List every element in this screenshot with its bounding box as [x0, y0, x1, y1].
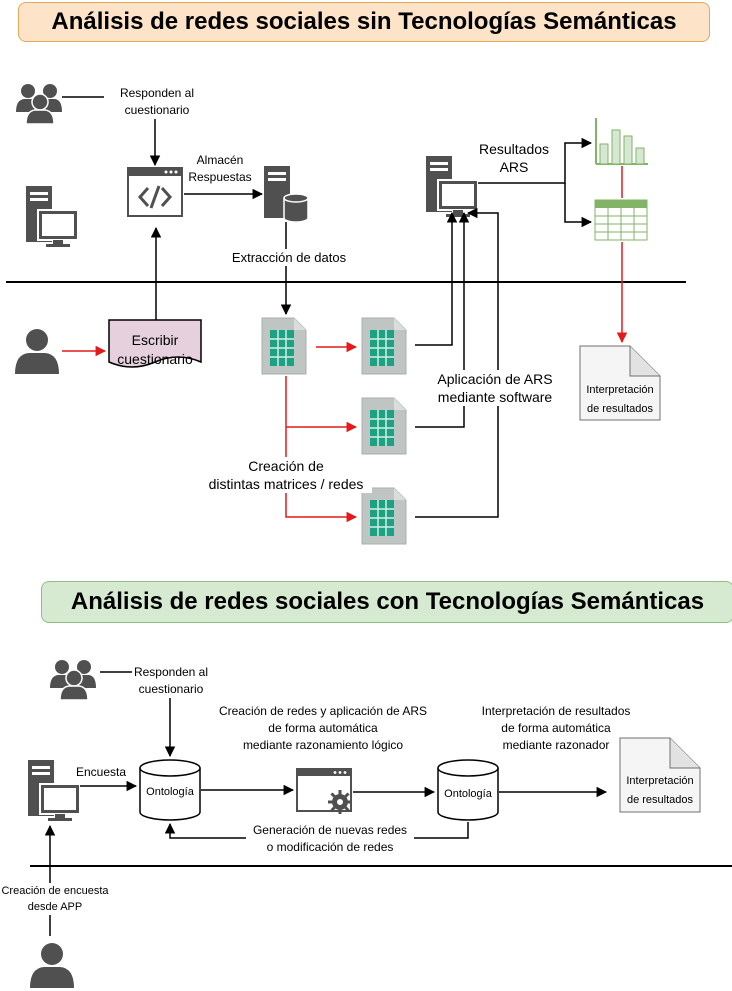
web-settings-icon [296, 768, 352, 814]
ontology-label-right: Ontología [444, 788, 493, 800]
questionnaire-shape [108, 319, 202, 368]
spreadsheet-icon [361, 487, 407, 545]
ontology-cylinder-icon [139, 759, 201, 821]
questionnaire-label-1: Escribir [132, 332, 179, 348]
users-icon [15, 83, 63, 125]
label-survey: Encuesta [75, 765, 127, 779]
database-server-icon [263, 165, 309, 223]
spreadsheet-icon [361, 397, 407, 455]
user-icon [15, 329, 59, 374]
server-computer-icon [425, 155, 479, 218]
top-interpretation-label-2: de resultados [587, 403, 654, 415]
connector-arrows-top [62, 96, 593, 518]
bottom-interpretation-label-1: Interpretación [626, 775, 693, 787]
web-code-icon [126, 166, 184, 218]
spreadsheet-icon [361, 317, 407, 375]
spreadsheet-icon [261, 317, 307, 375]
top-interpretation-label-1: Interpretación [586, 384, 653, 396]
title-without-semantic: Análisis de redes sociales sin Tecnologí… [18, 2, 710, 42]
questionnaire-label-2: cuestionario [117, 351, 193, 367]
bottom-interpretation-label-2: de resultados [627, 794, 694, 806]
label-extract: Extracción de datos [224, 249, 354, 266]
users-icon [49, 659, 97, 701]
red-arrows-top [62, 166, 628, 523]
ontology-cylinder-icon [437, 759, 499, 821]
server-computer-icon [25, 185, 79, 248]
user-icon [30, 943, 74, 988]
title-with-semantic: Análisis de redes sociales con Tecnologí… [41, 581, 732, 623]
bar-chart-icon [595, 118, 648, 165]
ontology-label-left: Ontología [146, 786, 195, 798]
table-icon [594, 199, 648, 241]
